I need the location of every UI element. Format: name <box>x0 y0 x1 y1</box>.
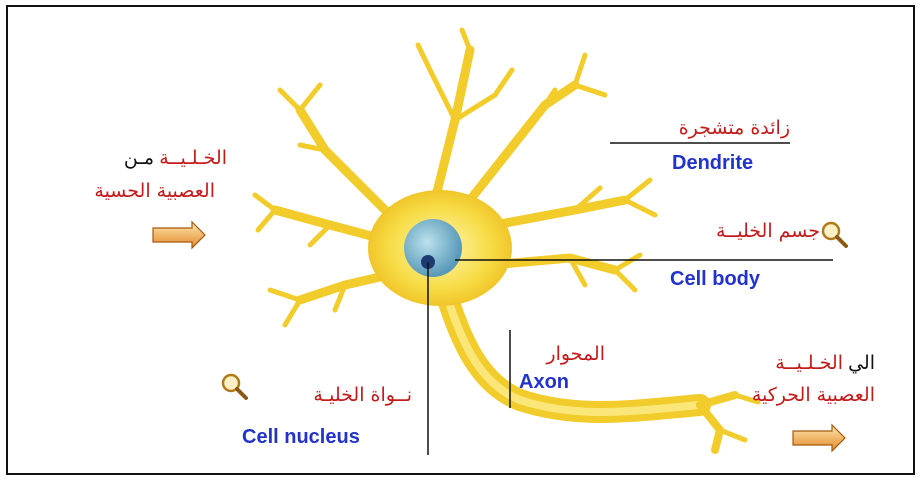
dendrite-arabic-label: زائدة متشجرة <box>620 117 790 139</box>
magnifier-icon <box>223 375 246 398</box>
to-label-line2: العصبية الحركية <box>705 384 875 406</box>
nucleus-english-label: Cell nucleus <box>242 426 360 449</box>
cell-body-arabic-label: جسم الخليــة <box>650 220 820 242</box>
magnifier-icon <box>823 223 846 246</box>
from-label-line2: العصبية الحسية <box>50 180 215 202</box>
from-label-line1: الخـلـيــة مـن <box>62 147 227 169</box>
arrow-right-icon <box>793 425 845 451</box>
cell-nucleus <box>404 219 462 277</box>
axon-arabic-label: المحوار <box>515 343 605 365</box>
nucleus-arabic-label: نــواة الخليـة <box>250 384 412 406</box>
from-prefix-text: مـن <box>124 147 154 169</box>
from-cell-text: الخـلـيــة <box>159 147 227 169</box>
axon-english-label: Axon <box>519 371 569 394</box>
arrow-right-icon <box>153 222 205 248</box>
dendrite-english-label: Dendrite <box>672 152 753 175</box>
to-cell-text: الخـلـيــة <box>775 352 843 374</box>
to-prefix-text: الي <box>848 352 875 374</box>
cell-body-english-label: Cell body <box>670 268 760 291</box>
to-label-line1: الي الخـلـيــة <box>705 352 875 374</box>
